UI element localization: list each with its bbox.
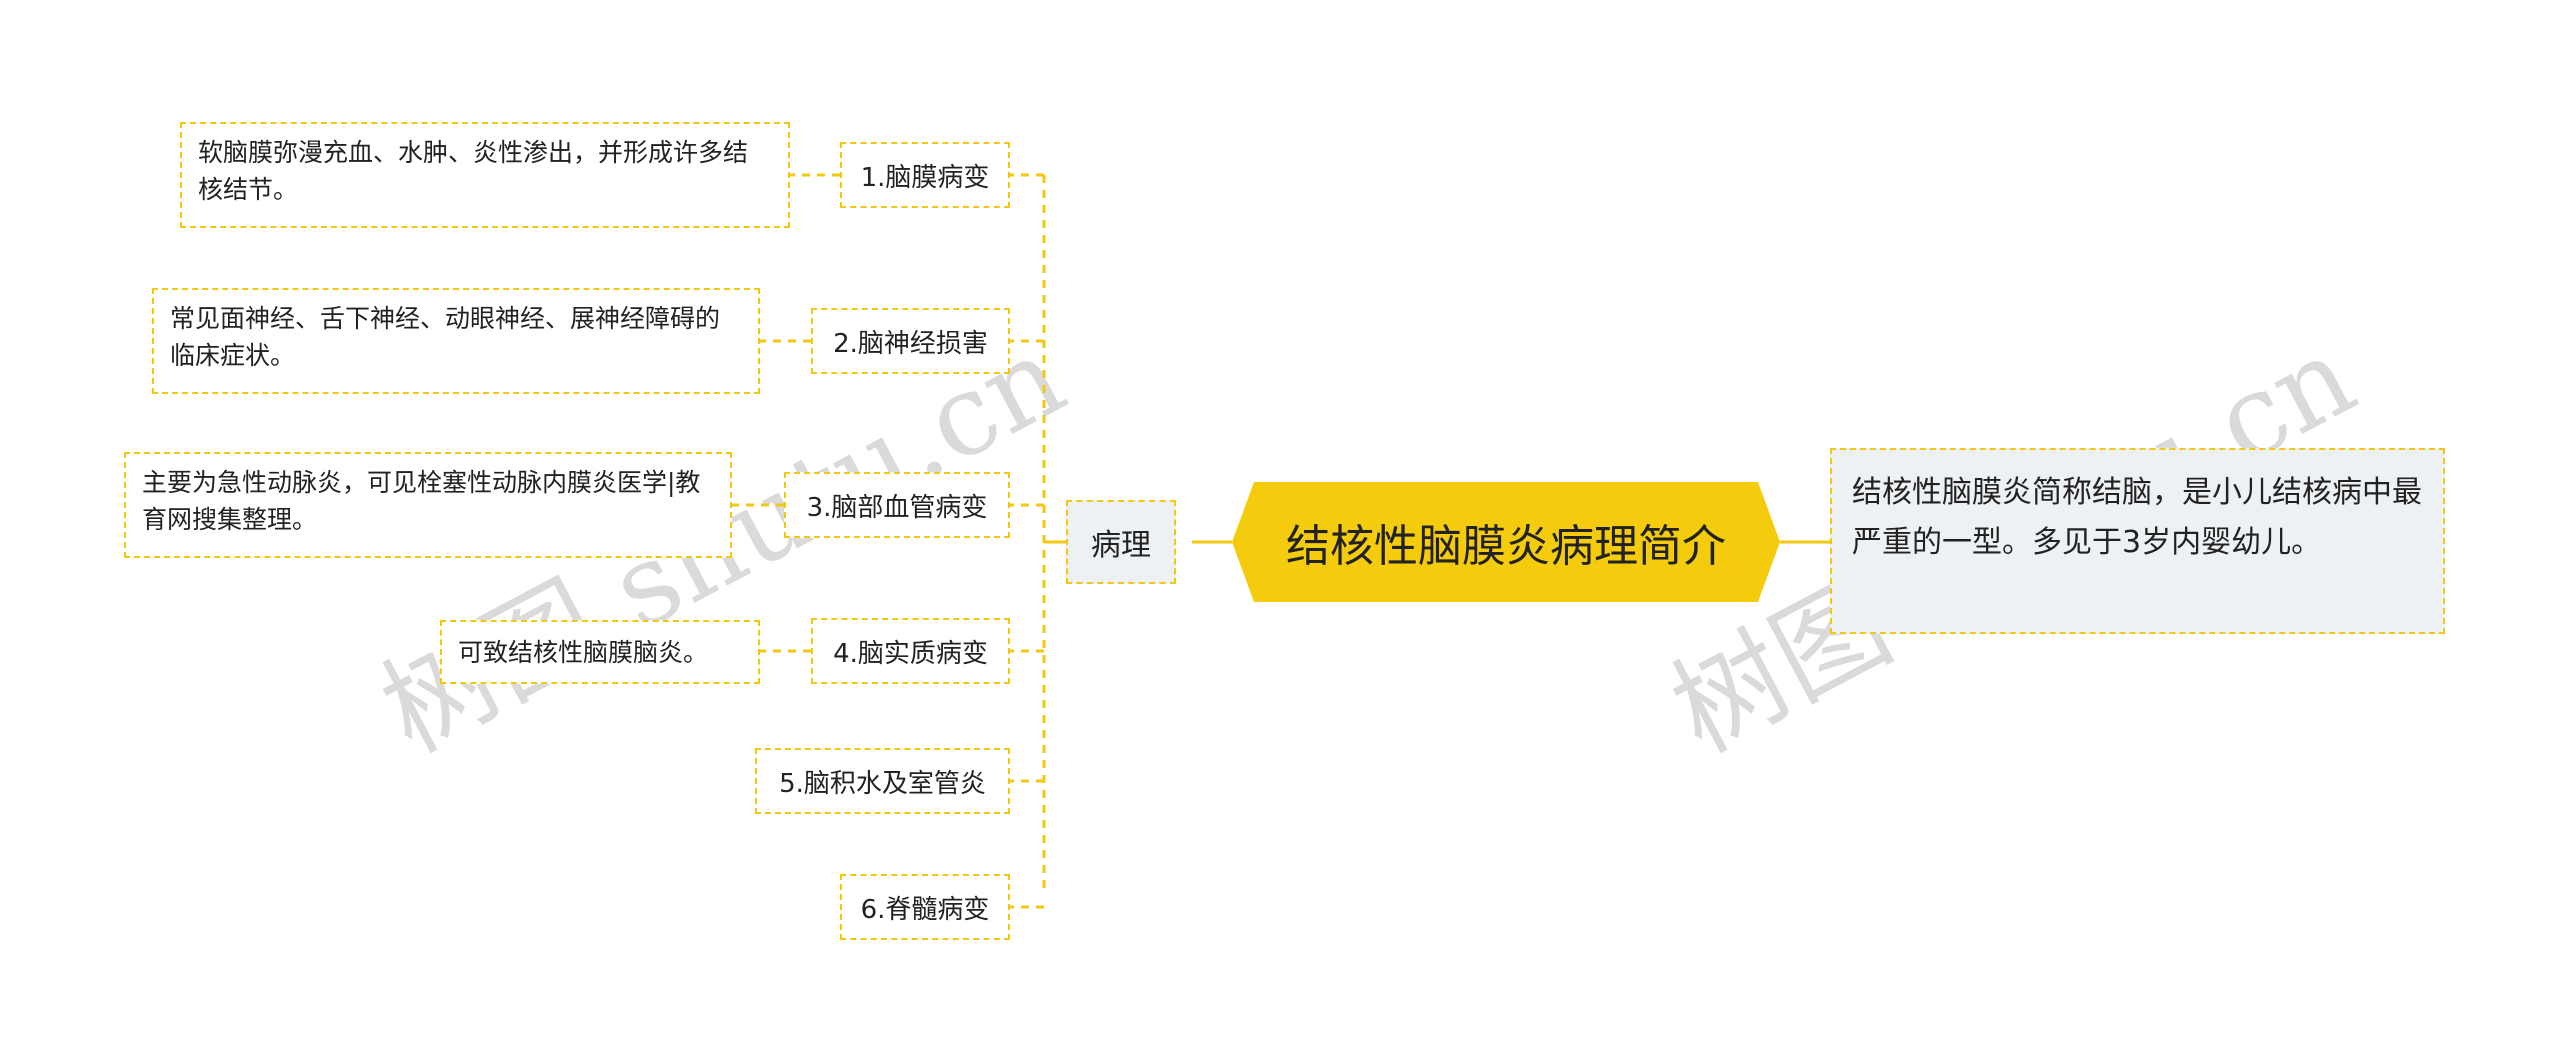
- root-title: 结核性脑膜炎病理简介: [1286, 521, 1726, 572]
- branch-meninges[interactable]: 1.脑膜病变: [840, 142, 1010, 208]
- detail-text: 主要为急性动脉炎，可见栓塞性动脉内膜炎医学|教育网搜集整理。: [142, 468, 701, 534]
- branch-cranial-nerves[interactable]: 2.脑神经损害: [811, 308, 1010, 374]
- intro-note-text: 结核性脑膜炎简称结脑，是小儿结核病中最严重的一型。多见于3岁内婴幼儿。: [1852, 475, 2422, 560]
- root-topic[interactable]: 结核性脑膜炎病理简介: [1232, 482, 1780, 602]
- branch-hydrocephalus[interactable]: 5.脑积水及室管炎: [755, 748, 1010, 814]
- branch-label: 4.脑实质病变: [833, 638, 988, 669]
- branch-label: 3.脑部血管病变: [806, 492, 988, 523]
- intro-note[interactable]: 结核性脑膜炎简称结脑，是小儿结核病中最严重的一型。多见于3岁内婴幼儿。: [1830, 448, 2445, 634]
- branch-label: 6.脊髓病变: [860, 894, 990, 925]
- branch-label: 1.脑膜病变: [860, 162, 990, 193]
- detail-meninges[interactable]: 软脑膜弥漫充血、水肿、炎性渗出，并形成许多结核结节。: [180, 122, 790, 228]
- detail-text: 可致结核性脑膜脑炎。: [458, 638, 709, 667]
- detail-vascular[interactable]: 主要为急性动脉炎，可见栓塞性动脉内膜炎医学|教育网搜集整理。: [124, 452, 732, 558]
- hub-pathology[interactable]: 病理: [1066, 500, 1176, 584]
- branch-vascular[interactable]: 3.脑部血管病变: [784, 472, 1010, 538]
- detail-text: 软脑膜弥漫充血、水肿、炎性渗出，并形成许多结核结节。: [198, 138, 749, 204]
- branch-label: 5.脑积水及室管炎: [779, 768, 986, 799]
- detail-text: 常见面神经、舌下神经、动眼神经、展神经障碍的临床症状。: [170, 304, 721, 370]
- hub-label: 病理: [1091, 528, 1151, 563]
- branch-parenchyma[interactable]: 4.脑实质病变: [811, 618, 1010, 684]
- branch-spinal-cord[interactable]: 6.脊髓病变: [840, 874, 1010, 940]
- branch-label: 2.脑神经损害: [833, 328, 988, 359]
- detail-parenchyma[interactable]: 可致结核性脑膜脑炎。: [440, 620, 760, 684]
- detail-cranial-nerves[interactable]: 常见面神经、舌下神经、动眼神经、展神经障碍的临床症状。: [152, 288, 760, 394]
